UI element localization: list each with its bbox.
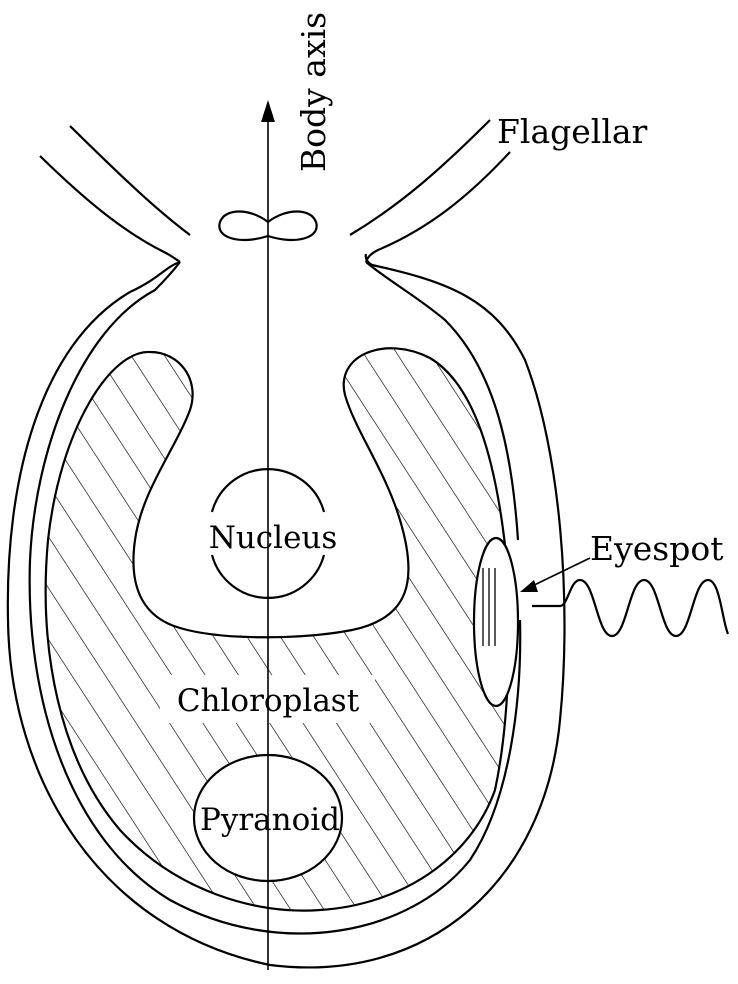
cell-wall-outline	[6, 253, 566, 969]
eyespot-shape	[472, 536, 520, 708]
flagellum-left-inner	[69, 125, 191, 236]
light-wave	[532, 578, 730, 638]
pyranoid-label: Pyranoid	[200, 802, 340, 838]
body-axis-arrow	[261, 100, 275, 970]
chloroplast-label: Chloroplast	[177, 683, 360, 719]
flagellum-right-inner	[364, 151, 511, 263]
flagellum-right-outer	[349, 119, 491, 236]
nucleus-label: Nucleus	[209, 520, 338, 556]
body-axis-label: Body axis	[294, 12, 333, 172]
flagellar-label: Flagellar	[497, 112, 648, 151]
plasma-membrane-outline	[28, 261, 522, 935]
eyespot-label: Eyespot	[590, 529, 723, 568]
flagellum-left-outer	[39, 155, 181, 263]
eyespot-pointer-arrow	[520, 557, 591, 592]
